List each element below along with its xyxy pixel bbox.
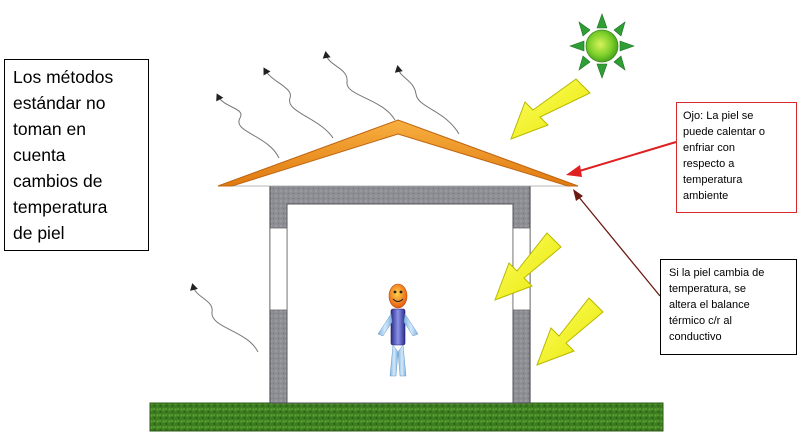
sun-icon [569,13,635,79]
roof [217,119,579,187]
pointer-dark [573,189,661,297]
heat-waves [190,51,460,353]
note-thermal-balance: Si la piel cambia de temperatura, se alt… [660,259,797,355]
solar-radiation-arrows [494,78,604,366]
note-skin-temperature: Ojo: La piel se puede calentar o enfriar… [676,102,797,213]
note-standard-methods: Los métodos estándar no toman en cuenta … [4,59,149,251]
person-icon [377,283,419,377]
pointer-red [566,141,677,177]
window-left [269,227,288,311]
ground-grass [149,402,664,432]
